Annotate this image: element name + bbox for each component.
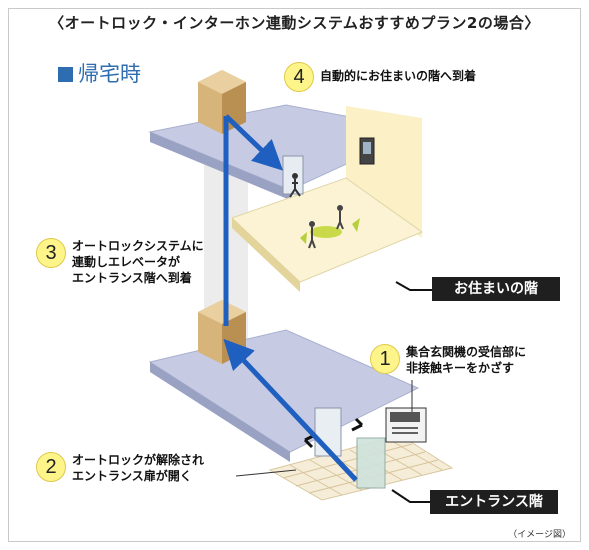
step-1: 1 集合玄関機の受信部に 非接触キーをかざす	[370, 344, 526, 376]
resident-figure-head	[292, 173, 298, 179]
residence-leader-line	[395, 281, 432, 291]
diagram-title: 〈オートロック・インターホン連動システムおすすめプラン2の場合〉	[49, 14, 540, 32]
path-arrow-to-residence	[224, 114, 284, 171]
step-number: 2	[36, 452, 66, 482]
step-4: 4 自動的にお住まいの階へ到着	[284, 62, 476, 92]
entrance-floor-edge	[150, 362, 290, 462]
image-note: （イメージ図）	[508, 530, 571, 540]
panel-keypad	[392, 427, 418, 434]
square-bullet-icon	[58, 67, 73, 82]
step-2: 2 オートロックが解除され エントランス扉が開く	[36, 452, 204, 484]
step-number: 3	[36, 238, 66, 268]
step-text: オートロックが解除され エントランス扉が開く	[72, 453, 205, 483]
entrance-door-right	[356, 437, 386, 489]
person-icon	[336, 211, 344, 230]
chair-icon	[352, 218, 360, 232]
chair-icon	[300, 232, 307, 244]
door-open-arrow-right-icon	[351, 417, 364, 432]
path-arrow-to-elevator	[223, 338, 358, 482]
step-number: 4	[284, 62, 314, 92]
step-text: オートロックシステムに 連動しエレベータが エントランス階へ到着	[72, 239, 204, 285]
residence-floor-label: お住まいの階	[432, 277, 560, 301]
panel-display	[390, 412, 420, 422]
monitor-screen	[363, 142, 371, 154]
resident-figure-icon	[289, 179, 301, 198]
section-title: 帰宅時	[78, 62, 141, 86]
step-text: 集合玄関機の受信部に 非接触キーをかざす	[406, 345, 527, 375]
entrance-floor-label: エントランス階	[430, 490, 558, 514]
step-number: 1	[370, 344, 400, 374]
section-heading: 帰宅時	[58, 58, 141, 88]
residence-floor-edge	[232, 218, 300, 292]
step2-leader-line	[235, 469, 297, 477]
upper-floor-edge	[150, 132, 290, 200]
step-text: 自動的にお住まいの階へ到着	[320, 69, 477, 83]
table-icon	[310, 226, 342, 238]
person-icon	[308, 227, 316, 249]
step-3: 3 オートロックシステムに 連動しエレベータが エントランス階へ到着	[36, 238, 204, 286]
entrance-leader-line	[391, 489, 430, 503]
